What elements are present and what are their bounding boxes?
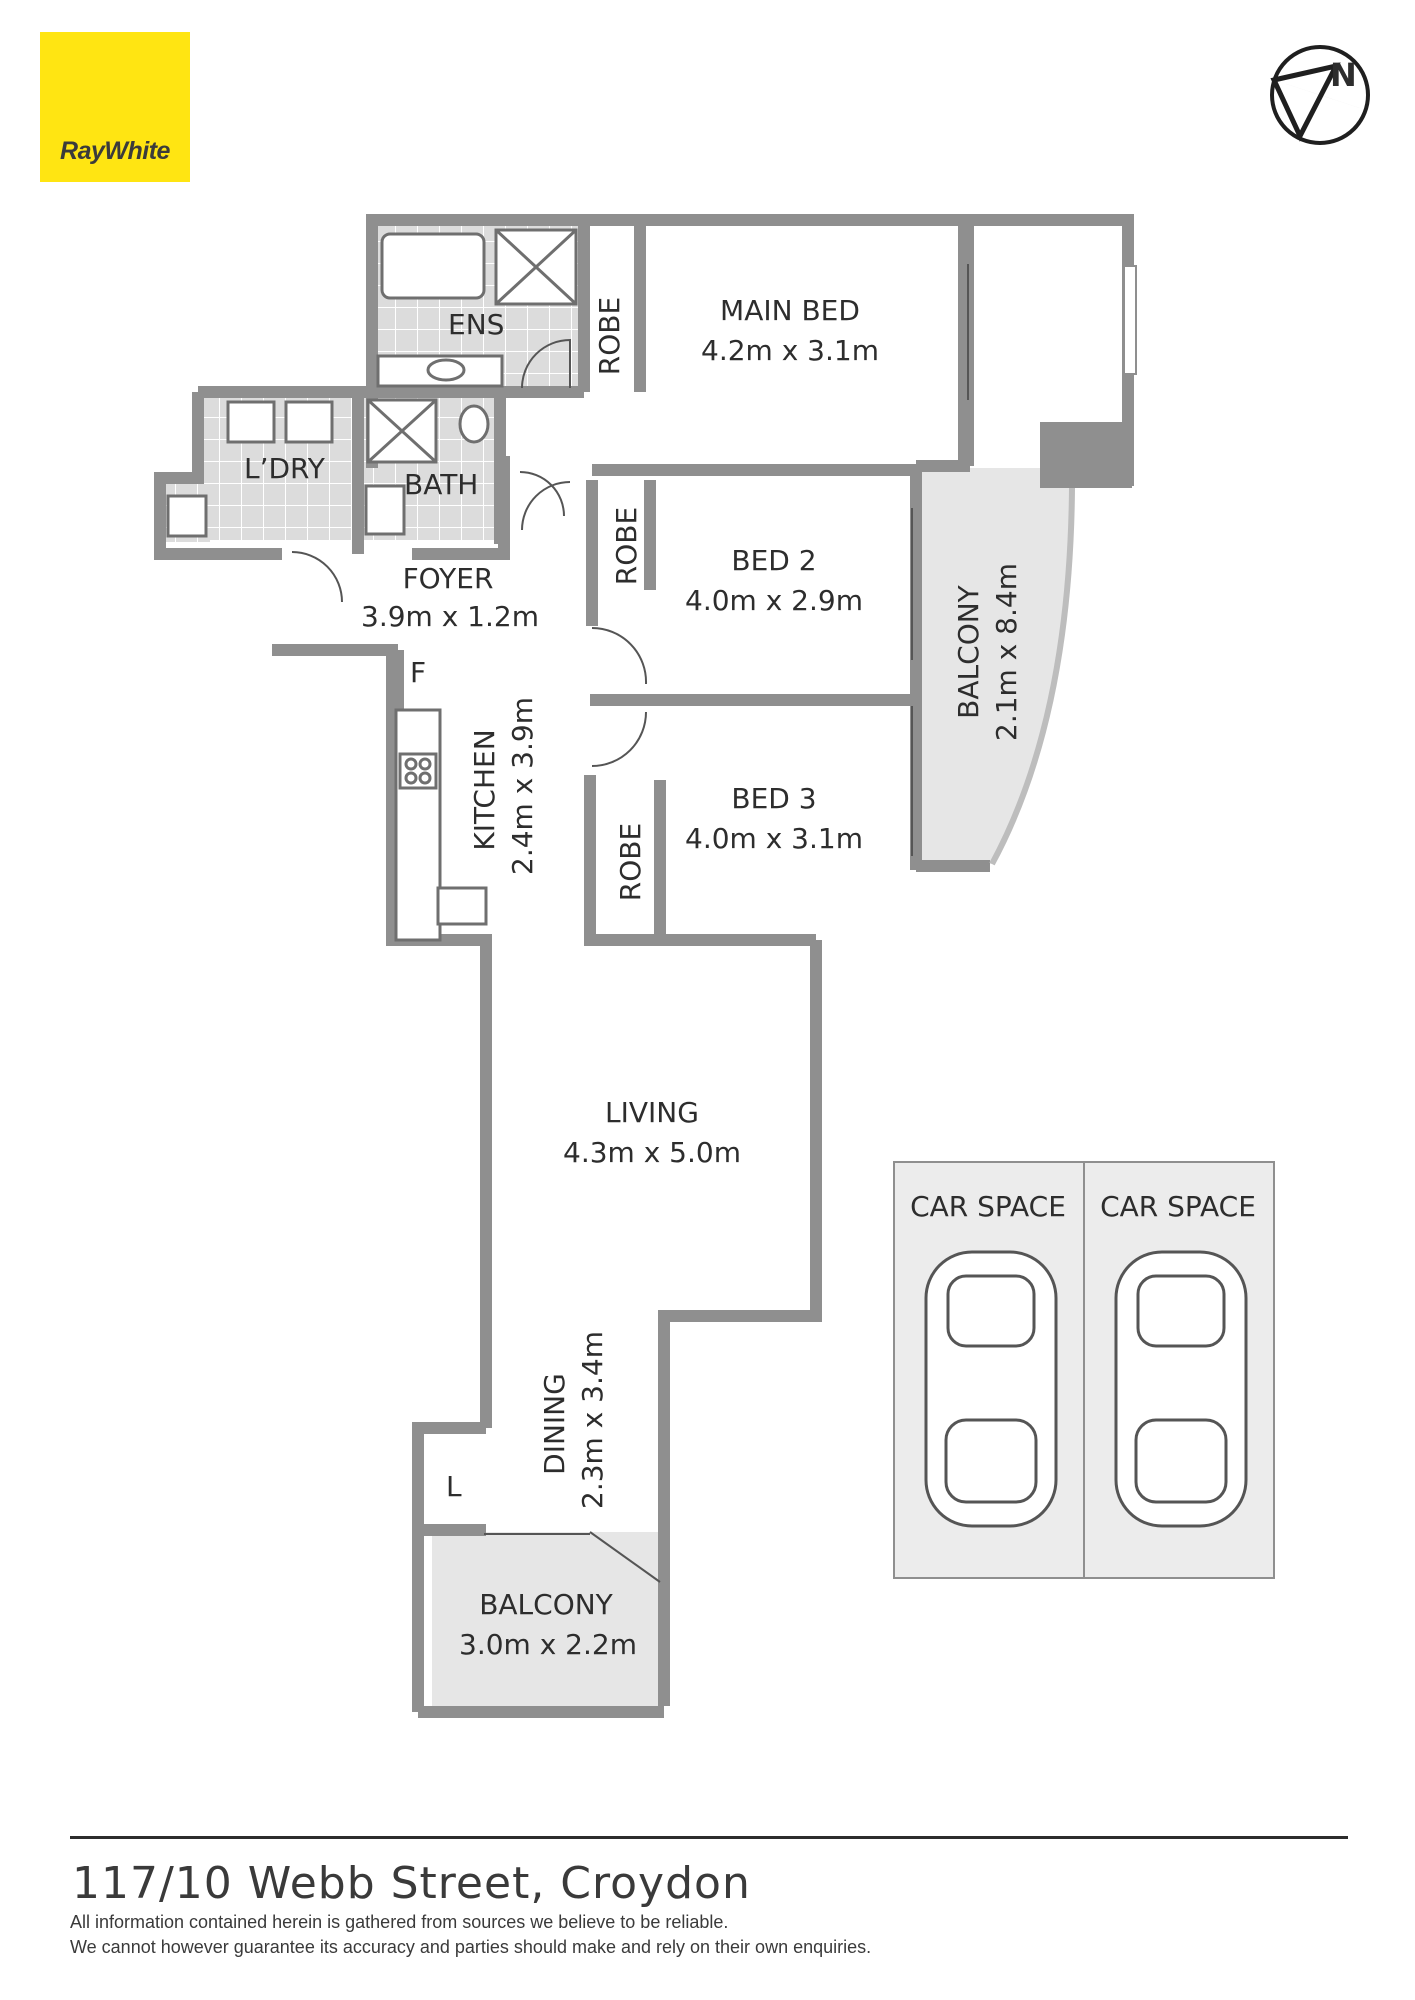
linen-label: L [446, 1470, 462, 1503]
main-bed-size: 4.2m x 3.1m [701, 334, 879, 367]
column [1040, 422, 1132, 488]
property-address: 117/10 Webb Street, Croydon [72, 1858, 751, 1909]
kitchen-bench [394, 708, 442, 942]
dining-label: DINING [538, 1373, 571, 1475]
disclaimer-line-2: We cannot however guarantee its accuracy… [70, 1937, 872, 1957]
bath-label: BATH [404, 468, 478, 501]
kitchen-label: KITCHEN [468, 729, 501, 850]
footer-divider [70, 1836, 1348, 1839]
living-label: LIVING [605, 1096, 699, 1129]
side-balcony-size: 2.1m x 8.4m [990, 563, 1023, 741]
robe-main-label: ROBE [593, 297, 626, 375]
raywhite-logo: RayWhite [40, 32, 190, 182]
car-space-2-label: CAR SPACE [1100, 1190, 1256, 1223]
laundry-tub-icon [166, 494, 208, 538]
balcony-curve [989, 487, 1075, 866]
robe-bed3-label: ROBE [614, 823, 647, 901]
north-arrow-icon: N [1270, 45, 1372, 145]
laundry-label: L’DRY [244, 452, 326, 485]
kitchen-size: 2.4m x 3.9m [506, 697, 539, 875]
car-space-1-label: CAR SPACE [910, 1190, 1066, 1223]
bed2-label: BED 2 [731, 544, 816, 577]
robe-bed2-label: ROBE [610, 507, 643, 585]
window [1123, 265, 1137, 375]
ensuite-label: ENS [448, 308, 504, 341]
doors [291, 264, 969, 1583]
main-bed-label: MAIN BED [720, 294, 860, 327]
logo-text: RayWhite [60, 137, 170, 165]
bed3-size: 4.0m x 3.1m [685, 822, 863, 855]
front-balcony-size: 3.0m x 2.2m [459, 1628, 637, 1661]
bathtub-icon [380, 232, 486, 300]
foyer-label: FOYER [403, 562, 494, 595]
front-balcony-label: BALCONY [479, 1588, 613, 1621]
car-icon [924, 1250, 1058, 1528]
foyer-size: 3.9m x 1.2m [361, 600, 539, 633]
side-balcony-label: BALCONY [952, 584, 985, 718]
dining-size: 2.3m x 3.4m [576, 1331, 609, 1509]
sink-icon [436, 886, 488, 926]
disclaimer-line-1: All information contained herein is gath… [70, 1912, 729, 1932]
compass-label: N [1330, 56, 1357, 94]
car-icon [1114, 1250, 1248, 1528]
car-spaces [893, 1161, 1275, 1579]
bed2-size: 4.0m x 2.9m [685, 584, 863, 617]
fixtures [166, 228, 578, 942]
basin-icon [364, 484, 406, 536]
fridge-label: F [410, 656, 426, 689]
washer-icon [226, 400, 276, 444]
bed3-label: BED 3 [731, 782, 816, 815]
living-size: 4.3m x 5.0m [563, 1136, 741, 1169]
toilet-icon [458, 404, 490, 444]
dryer-icon [284, 400, 334, 444]
cooktop-icon [398, 752, 438, 790]
front-balcony-floor [432, 1532, 660, 1710]
